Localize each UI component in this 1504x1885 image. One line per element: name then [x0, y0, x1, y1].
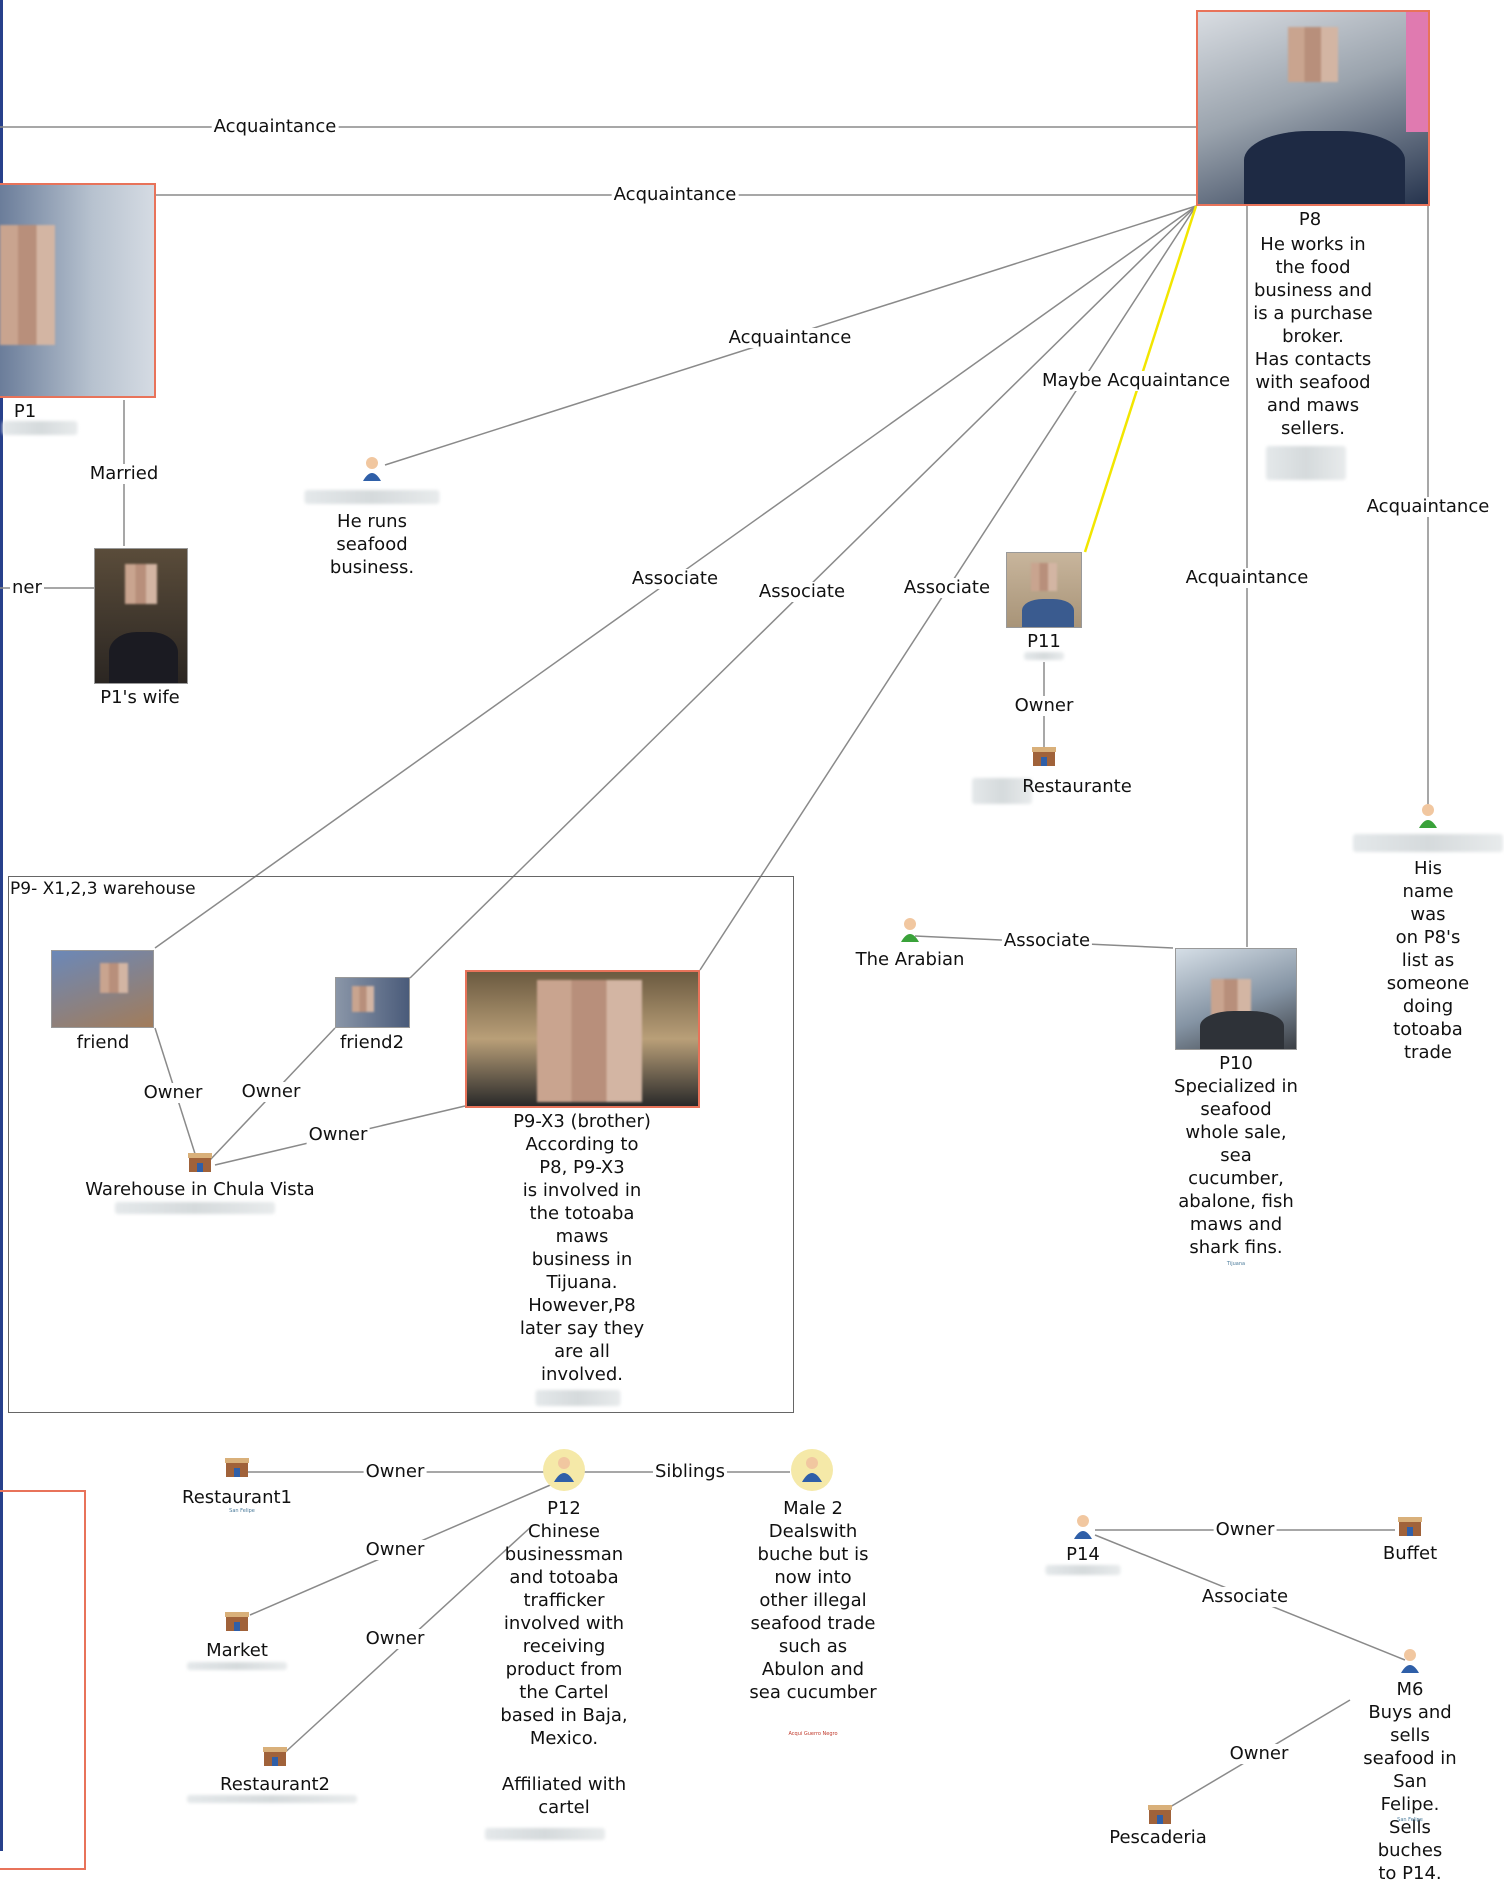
edge-label-owner: Owner: [363, 1628, 427, 1649]
restaurante-redacted: [972, 778, 1032, 804]
p1-redacted: [2, 421, 78, 435]
p10-description: P10 Specialized in seafood whole sale, s…: [1174, 1053, 1298, 1258]
highlighted-person-icon[interactable]: [790, 1448, 834, 1496]
market-redacted: [187, 1662, 287, 1670]
edge-label-acquaintance: Acquaintance: [611, 184, 739, 205]
person-icon[interactable]: [1417, 803, 1439, 833]
p14-redacted: [1045, 1565, 1121, 1575]
edge-label-owner-cut: ner: [10, 577, 44, 598]
p8-name: P8: [1298, 209, 1322, 230]
p9-warehouse-group[interactable]: [8, 876, 794, 1413]
p9-x3-photo[interactable]: [465, 970, 700, 1108]
person-icon[interactable]: [1072, 1514, 1094, 1544]
building-icon[interactable]: [224, 1608, 250, 1636]
edge-label-owner: Owner: [1012, 695, 1076, 716]
p8-photo[interactable]: [1196, 10, 1430, 206]
building-icon[interactable]: [1031, 743, 1057, 771]
male2-location-tag: Acqui Guerro Negro: [788, 1731, 838, 1737]
restaurant2-redacted: [187, 1795, 357, 1803]
edge-label-associate: Associate: [756, 581, 848, 602]
pink-wall: [1406, 12, 1428, 132]
p1-photo[interactable]: [0, 183, 156, 398]
p1-wife-label: P1's wife: [100, 687, 180, 708]
edge-label-associate: Associate: [1001, 930, 1093, 951]
right-person-redacted: [1353, 834, 1503, 852]
pescaderia-label: Pescaderia: [1109, 1827, 1207, 1848]
p8-description: He works in the food business and is a p…: [1253, 234, 1373, 439]
person-icon[interactable]: [361, 456, 383, 486]
person-icon[interactable]: [1399, 1648, 1421, 1678]
edge-label-owner: Owner: [363, 1539, 427, 1560]
friend-photo[interactable]: [51, 950, 154, 1028]
edge-label-acquaintance: Acquaintance: [211, 116, 339, 137]
edge-label-associate: Associate: [629, 568, 721, 589]
edge-label-owner: Owner: [239, 1081, 303, 1102]
p1-wife-photo[interactable]: [94, 548, 188, 684]
buffet-label: Buffet: [1382, 1543, 1438, 1564]
p8-redacted: [1266, 446, 1346, 480]
edge-label-associate: Associate: [901, 577, 993, 598]
p12-description: P12 Chinese businessman and totoaba traf…: [500, 1498, 628, 1818]
person-icon[interactable]: [899, 917, 921, 947]
market-label: Market: [206, 1640, 268, 1661]
edge-label-married: Married: [87, 463, 161, 484]
restaurant1-label: Restaurant1: [182, 1487, 292, 1508]
p10-location-tag: Tijuana: [1226, 1261, 1246, 1267]
m6-location-tag: San Felipe: [1397, 1817, 1423, 1823]
edge-label-siblings: Siblings: [652, 1461, 728, 1482]
p10-photo[interactable]: [1175, 948, 1297, 1050]
restaurante-label: Restaurante: [1022, 776, 1132, 797]
building-icon[interactable]: [224, 1454, 250, 1482]
p12-redacted: [485, 1828, 605, 1840]
warehouse-label: Warehouse in Chula Vista: [85, 1179, 315, 1200]
building-icon[interactable]: [1397, 1513, 1423, 1541]
m6-description: M6 Buys and sells seafood in San Felipe.…: [1363, 1679, 1457, 1884]
friend2-label: friend2: [339, 1032, 405, 1053]
selected-node-frame[interactable]: [0, 1490, 86, 1870]
edge-label-owner: Owner: [141, 1082, 205, 1103]
edge-label-owner: Owner: [306, 1124, 370, 1145]
building-icon[interactable]: [262, 1743, 288, 1771]
edge-label-associate: Associate: [1199, 1586, 1291, 1607]
p11-photo[interactable]: [1006, 552, 1082, 628]
restaurant1-location-tag: San Felipe: [229, 1508, 255, 1514]
building-icon[interactable]: [1147, 1801, 1173, 1829]
edge-label-acquaintance: Acquaintance: [1364, 496, 1492, 517]
edge-label-acquaintance: Acquaintance: [1183, 567, 1311, 588]
edge-label-acquaintance: Acquaintance: [726, 327, 854, 348]
restaurant2-label: Restaurant2: [220, 1774, 330, 1795]
left-window-edge: [0, 0, 3, 1851]
male2-description: Male 2 Dealswith buche but is now into o…: [749, 1498, 877, 1703]
p1-name: P1: [13, 401, 37, 422]
highlighted-person-icon[interactable]: [542, 1448, 586, 1496]
p11-name: P11: [1027, 631, 1061, 652]
friend2-photo[interactable]: [335, 977, 410, 1028]
warehouse-redacted: [115, 1202, 275, 1214]
edge-label-owner: Owner: [363, 1461, 427, 1482]
arabian-label: The Arabian: [855, 949, 965, 970]
seafood-person-description: He runs seafood business.: [329, 511, 415, 578]
p11-redacted: [1024, 652, 1064, 660]
p14-label: P14: [1066, 1544, 1100, 1565]
p9-x3-description: P9-X3 (brother) According to P8, P9-X3 i…: [513, 1111, 651, 1385]
seafood-person-redacted: [304, 490, 440, 504]
edge-label-maybe-acquaintance: Maybe Acquaintance: [1039, 370, 1233, 391]
edge-label-owner: Owner: [1227, 1743, 1291, 1764]
p9-x3-redacted: [535, 1390, 621, 1406]
building-icon[interactable]: [187, 1149, 213, 1177]
friend-label: friend: [76, 1032, 130, 1053]
right-person-description: His name was on P8's list as someone doi…: [1386, 858, 1470, 1063]
edge-label-owner: Owner: [1213, 1519, 1277, 1540]
p9-group-title: P9- X1,2,3 warehouse: [10, 879, 196, 899]
